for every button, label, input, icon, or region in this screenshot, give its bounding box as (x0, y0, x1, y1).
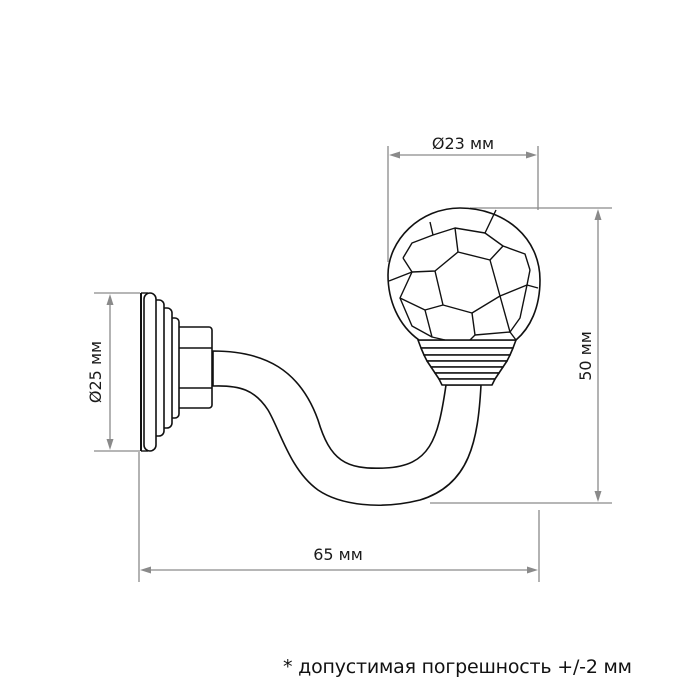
dimension-ball-diameter: Ø23 мм (387, 134, 539, 262)
ball-diameter-label: Ø23 мм (432, 134, 494, 153)
tolerance-note: * допустимая погрешность +/-2 мм (283, 656, 632, 678)
dimension-base-diameter: Ø25 мм (86, 292, 140, 452)
dimension-height: 50 мм (430, 207, 612, 504)
crystal-ball (387, 207, 541, 341)
base-diameter-label: Ø25 мм (86, 341, 105, 403)
ball-collar (417, 339, 517, 386)
height-label: 50 мм (576, 331, 595, 381)
wall-base (140, 292, 213, 452)
dimension-length: 65 мм (138, 452, 540, 582)
length-label: 65 мм (313, 545, 363, 564)
hook-arm (212, 350, 482, 506)
